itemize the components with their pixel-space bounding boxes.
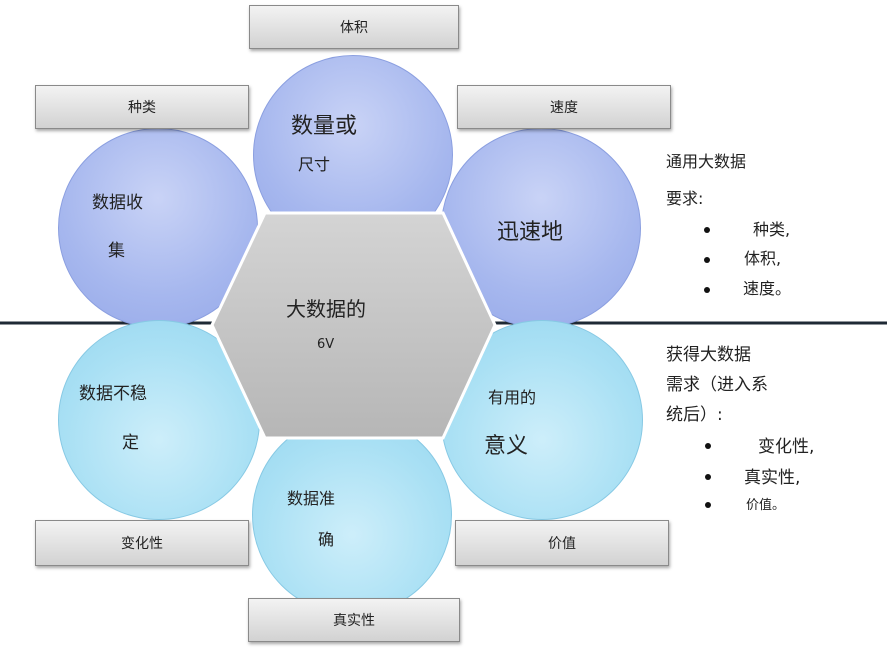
variability-circle-line2: 定 bbox=[122, 433, 139, 453]
label-volume: 体积 bbox=[249, 5, 459, 49]
acquire-item-1: 变化性, bbox=[758, 437, 815, 457]
veracity-circle-line1: 数据准 bbox=[287, 489, 336, 508]
general-bullet-3 bbox=[704, 287, 710, 293]
center-subtitle: 6V bbox=[317, 337, 335, 352]
label-variety: 种类 bbox=[35, 85, 249, 129]
general-heading-line1: 通用大数据 bbox=[666, 152, 747, 171]
general-item-3: 速度。 bbox=[743, 279, 792, 298]
acquire-bullet-1 bbox=[705, 443, 711, 449]
center-hexagon bbox=[210, 211, 497, 440]
veracity-circle-line2: 确 bbox=[318, 530, 335, 549]
value-circle-line1: 有用的 bbox=[488, 388, 537, 407]
label-variability: 变化性 bbox=[35, 520, 249, 566]
variety-circle-line1: 数据收 bbox=[92, 193, 143, 213]
variety-circle-line2: 集 bbox=[108, 241, 125, 261]
general-heading-line2: 要求: bbox=[666, 189, 704, 208]
volume-circle-line1: 数量或 bbox=[291, 114, 358, 139]
velocity-circle-line1: 迅速地 bbox=[497, 220, 564, 245]
acquire-bullet-2 bbox=[705, 474, 711, 480]
acquire-item-3: 价值。 bbox=[746, 498, 786, 513]
circle-variety bbox=[58, 128, 258, 328]
circle-veracity bbox=[252, 415, 452, 615]
center-title: 大数据的 bbox=[286, 297, 366, 321]
acquire-bullet-3 bbox=[705, 502, 711, 508]
variability-circle-line1: 数据不稳 bbox=[79, 384, 147, 404]
acquire-heading-line2: 需求（进入系 bbox=[666, 375, 768, 395]
label-velocity: 速度 bbox=[457, 85, 671, 129]
acquire-heading-line3: 统后）: bbox=[666, 405, 723, 425]
value-circle-line2: 意义 bbox=[484, 434, 529, 459]
circle-value bbox=[441, 320, 643, 520]
general-item-2: 体积, bbox=[744, 249, 782, 268]
general-item-1: 种类, bbox=[753, 220, 791, 239]
volume-circle-line2: 尺寸 bbox=[298, 155, 331, 174]
general-bullet-1 bbox=[704, 227, 710, 233]
general-bullet-2 bbox=[704, 257, 710, 263]
acquire-heading-line1: 获得大数据 bbox=[666, 345, 751, 365]
acquire-item-2: 真实性, bbox=[744, 468, 801, 488]
label-veracity: 真实性 bbox=[248, 598, 460, 642]
label-value: 价值 bbox=[455, 520, 669, 566]
